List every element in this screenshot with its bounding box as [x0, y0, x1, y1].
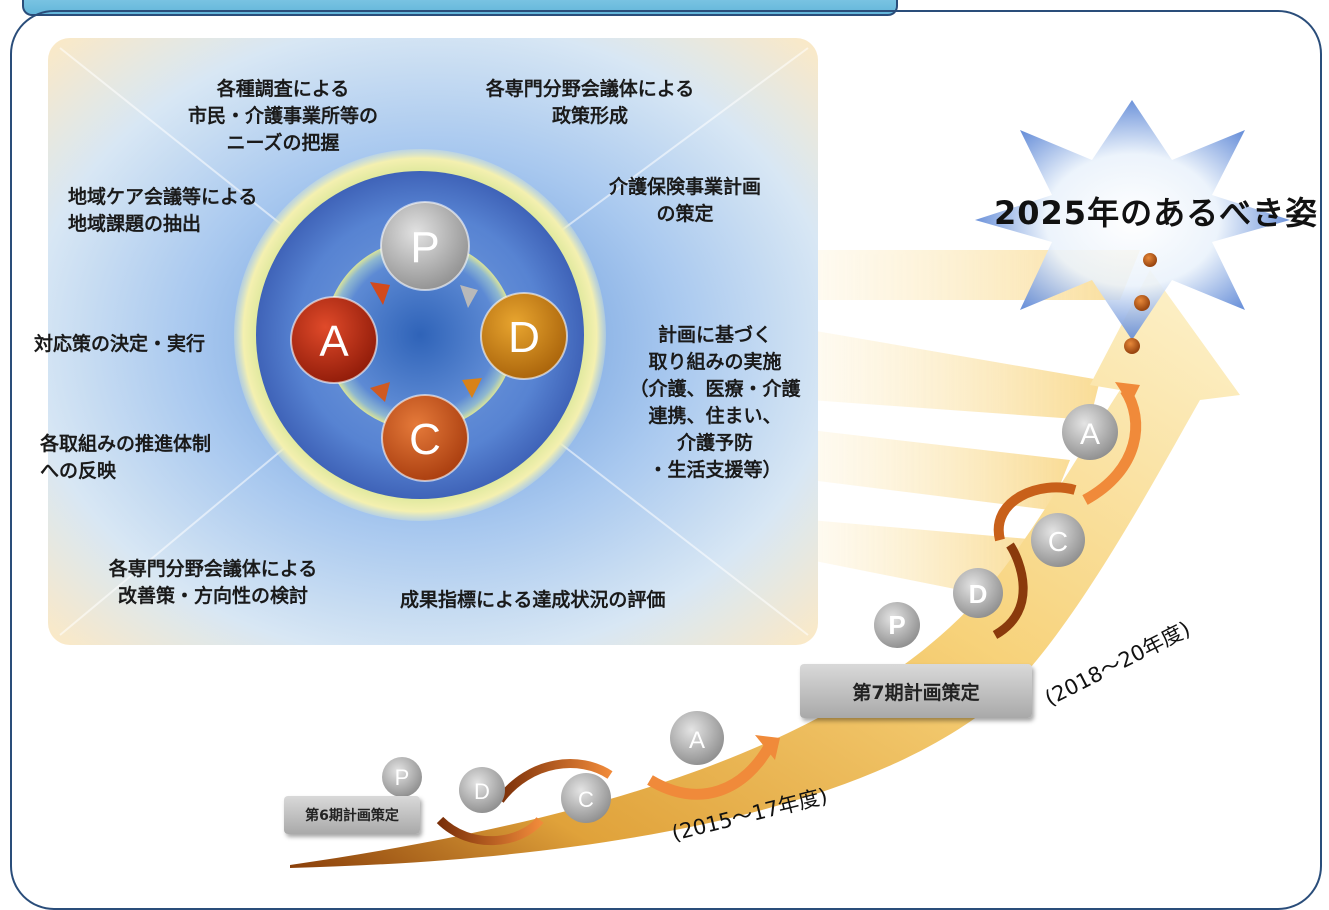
arrow-d-to-c: [462, 378, 482, 398]
cycle-6-d: [459, 767, 505, 813]
cycle-letter-d: D: [508, 313, 540, 362]
curve-arrow: [496, 759, 613, 803]
curve-arrow-head: [755, 735, 780, 760]
cycle-letter-p: P: [410, 223, 439, 272]
cycle-node-d: D: [480, 292, 568, 380]
curve-arrow: [436, 816, 544, 846]
cycle-7-c-letter: C: [1048, 526, 1068, 557]
curve-arrow-head: [1115, 382, 1140, 405]
cycle-6-a-letter: A: [689, 727, 705, 754]
cycle-7-d-letter: D: [969, 579, 988, 609]
label-reflection: 各取組みの推進体制 への反映: [40, 433, 212, 482]
cycle-6th: P D C A: [382, 711, 780, 846]
cycle-6-c-letter: C: [578, 787, 594, 812]
goal-title: 2025年のあるべき姿: [994, 194, 1319, 232]
cycle-7th: P D C A: [874, 382, 1142, 648]
plan-6th-box: 第6期計画策定: [284, 796, 420, 834]
progress-dot: [1143, 253, 1157, 267]
cycle-node-a: A: [290, 296, 378, 384]
label-community-care: 地域ケア会議等による 地域課題の抽出: [68, 186, 258, 235]
cycle-node-c: C: [381, 394, 469, 482]
cycle-7-p-letter: P: [888, 610, 905, 640]
cycle-7-d: [953, 568, 1003, 618]
cycle-6-p: [382, 757, 422, 797]
cycle-6-d-letter: D: [474, 779, 490, 804]
beam: [810, 430, 1070, 510]
label-implementation: 計画に基づく 取り組みの実施 （介護、医療・介護 連携、住まい、 介護予防 ・生…: [629, 324, 801, 481]
cycle-letter-a: A: [319, 317, 349, 366]
arrow-c-to-a: [370, 382, 390, 402]
label-survey: 各種調査による 市民・介護事業所等の ニーズの把握: [187, 78, 378, 154]
label-policy-formation: 各専門分野会議体による 政策形成: [485, 78, 695, 127]
curve-arrow: [647, 742, 775, 800]
label-plan-formulation: 介護保険事業計画 の策定: [608, 176, 761, 225]
label-evaluation: 成果指標による達成状況の評価: [400, 589, 666, 611]
cycle-7-a: [1062, 404, 1118, 460]
plan-7th-label: 第7期計画策定: [852, 681, 980, 704]
arrow-a-to-p: [370, 282, 390, 305]
progress-dot: [1134, 295, 1150, 311]
cycle-7-a-letter: A: [1080, 418, 1100, 451]
curve-arrow: [992, 542, 1028, 639]
label-improvement: 各専門分野会議体による 改善策・方向性の検討: [108, 558, 318, 607]
plan-6th-label: 第6期計画策定: [305, 808, 399, 824]
curve-arrow: [993, 482, 1077, 542]
goal-star: [975, 100, 1290, 340]
cycle-letter-c: C: [409, 415, 441, 464]
cycle-node-p: P: [380, 201, 470, 291]
cycle-6-c: [561, 773, 611, 823]
beam: [810, 330, 1100, 420]
diagram-canvas: P D C A P D C A P D C A: [48, 38, 1290, 868]
cycle-arrows: [370, 282, 482, 402]
cycle-7-c: [1031, 513, 1085, 567]
cycle-6-a: [670, 711, 724, 765]
plan-7th-box: 第7期計画策定: [800, 664, 1032, 718]
header-tab-bar: [22, 0, 898, 16]
label-countermeasures: 対応策の決定・実行: [34, 333, 206, 355]
cycle-7-p: [874, 602, 920, 648]
arrow-p-to-d: [460, 285, 478, 308]
progress-dot: [1124, 338, 1140, 354]
cycle-6-p-letter: P: [395, 765, 410, 790]
